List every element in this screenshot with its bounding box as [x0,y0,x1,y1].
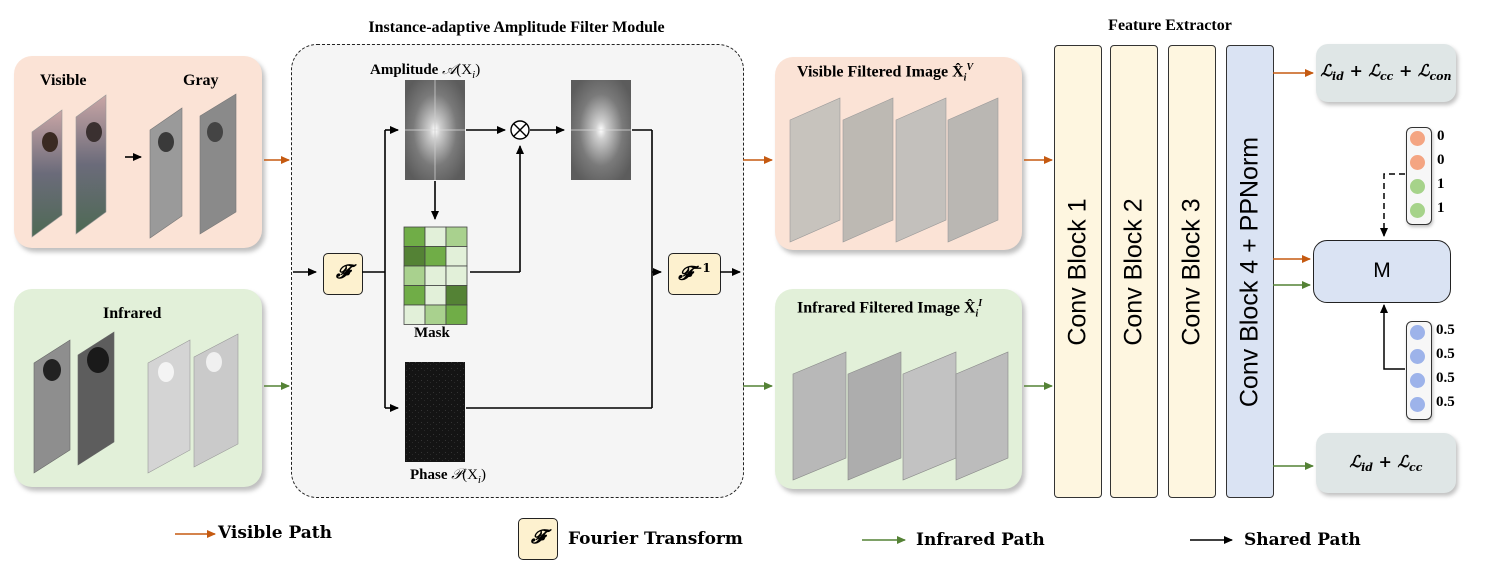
mask-cell [403,246,426,267]
infrared-label: Infrared [103,305,162,322]
conv-block-1: Conv Block 1 [1054,45,1102,498]
mask-cell [424,226,447,247]
module-title: Instance-adaptive Amplitude Filter Modul… [368,19,665,36]
mask-label: Mask [414,325,450,341]
mask-cell [403,226,426,247]
phase-label: Phase 𝒫(Xi) [410,467,486,486]
label-dot [1410,397,1425,412]
mask-cell [445,285,468,306]
infrared-filtered-images [792,351,1009,481]
conv-block-4-ppnorm: Conv Block 4 + PPNorm [1226,45,1274,498]
conv-block-2: Conv Block 2 [1110,45,1158,498]
label-dot [1410,131,1425,146]
legend-shared-path: Shared Path [1244,530,1361,550]
gray-label: Gray [183,72,219,89]
visible-filtered-title: Visible Filtered Image X̂iV [797,62,974,84]
label-value: 0 [1437,128,1445,144]
label-value: 0.5 [1436,346,1455,362]
mask-cell [403,285,426,306]
mask-cell [445,304,468,325]
infrared-person-images [33,331,239,474]
legend-fourier-box: 𝓕 [518,518,558,560]
label-value: 0.5 [1436,370,1455,386]
mask-cell [445,226,468,247]
amplitude-label: Amplitude 𝒜(Xi) [370,62,481,81]
label-dot [1410,179,1425,194]
mask-cell [424,285,447,306]
label-dot [1410,325,1425,340]
label-value: 0.5 [1436,322,1455,338]
m-module-box: M [1313,240,1451,303]
infrared-filtered-title: Infrared Filtered Image X̂iI [797,298,983,320]
legend-visible-path: Visible Path [218,523,333,543]
label-value: 0.5 [1436,394,1455,410]
conv-block-3: Conv Block 3 [1168,45,1216,498]
legend-infrared-path: Infrared Path [916,530,1045,550]
mask-cell [424,304,447,325]
label-value: 1 [1437,200,1445,216]
inverse-fourier-box: 𝓕−1 [668,253,721,295]
extractor-title: Feature Extractor [1108,17,1232,34]
label-value: 0 [1437,152,1445,168]
legend-fourier-transform: Fourier Transform [568,529,743,549]
loss-infrared-box: ℒid + ℒcc [1316,433,1456,493]
phase-spectrum [405,362,465,462]
mask-cell [445,265,468,286]
label-value: 1 [1437,176,1445,192]
multiply-icon [510,120,530,140]
visible-label: Visible [40,72,87,89]
label-dot [1410,203,1425,218]
label-dot [1410,155,1425,170]
mask-cell [403,304,426,325]
mask-grid [403,226,468,325]
label-dot [1410,373,1425,388]
loss-visible-box: ℒid + ℒcc + ℒcon [1316,44,1456,102]
visible-person-images [31,93,237,239]
mask-cell [403,265,426,286]
mask-cell [424,246,447,267]
label-dot [1410,349,1425,364]
fourier-transform-box: 𝓕 [323,253,363,295]
visible-filtered-images [789,97,999,243]
mask-cell [424,265,447,286]
mask-cell [445,246,468,267]
